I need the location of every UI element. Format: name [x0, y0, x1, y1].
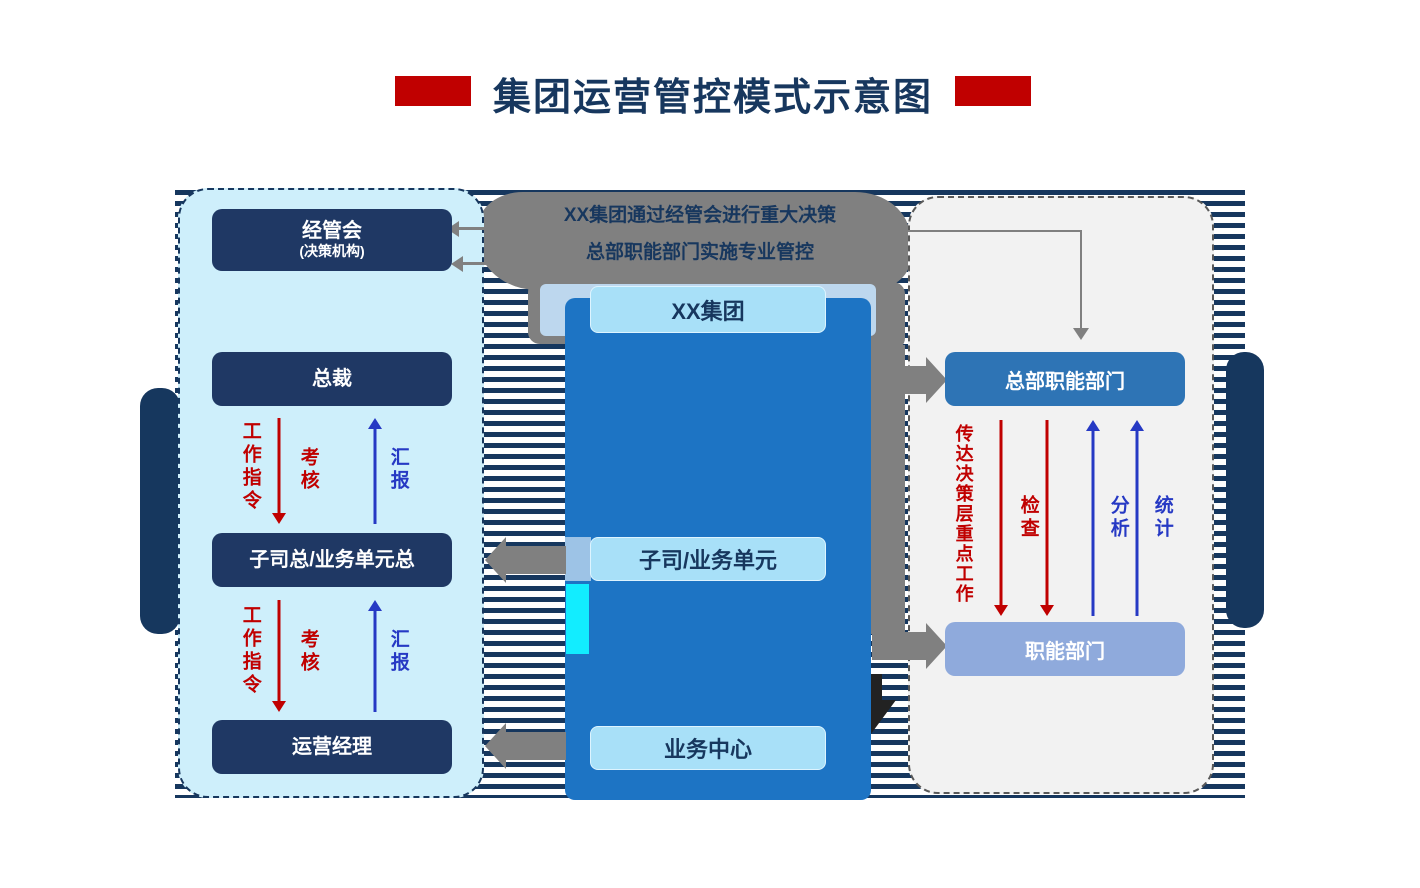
box-management-committee-label: 经管会	[302, 220, 362, 243]
box-xx-group: XX集团	[590, 286, 826, 333]
work-instruction-arrow-down-1	[272, 418, 286, 524]
check-arrow-down	[1040, 420, 1054, 616]
left-edge-shape	[140, 388, 180, 634]
label-work-instruction-1: 工作指令	[239, 421, 261, 513]
connector-arrowhead-down	[1073, 328, 1089, 340]
box-management-committee: 经管会 (决策机构)	[212, 209, 452, 271]
work-instruction-arrow-down-2	[272, 600, 286, 712]
callout-text-line2: 总部职能部门实施专业管控	[585, 242, 814, 263]
callout-text-line1: XX集团通过经管会进行重大决策	[563, 205, 837, 226]
convey-arrow-down	[994, 420, 1008, 616]
connector-cloud-to-committee-line2	[462, 262, 540, 265]
label-report-1: 汇报	[387, 447, 409, 493]
box-unit-head-label: 子司总/业务单元总	[249, 548, 415, 571]
page-title: 集团运营管控模式示意图	[492, 77, 933, 119]
label-stats: 统计	[1151, 495, 1173, 541]
report-arrow-up-2	[368, 600, 382, 712]
title-accent-left	[395, 76, 471, 106]
arrow-center-to-ops-manager	[485, 723, 566, 769]
callout-cloud	[478, 192, 910, 290]
arrow-unit-to-function	[872, 623, 947, 669]
connector-cloud-to-committee-line1	[458, 227, 542, 230]
report-arrow-up-1	[368, 418, 382, 524]
box-operations-manager-label: 运营经理	[292, 735, 372, 758]
box-subsidiary-business-unit-label: 子司/业务单元	[638, 548, 778, 573]
box-president: 总裁	[212, 352, 452, 406]
box-management-committee-subtitle: (决策机构)	[299, 243, 365, 260]
box-hq-function-dept: 总部职能部门	[945, 352, 1185, 406]
box-business-center-label: 业务中心	[663, 737, 752, 762]
box-hq-function-dept-label: 总部职能部门	[1005, 370, 1125, 393]
box-president-label: 总裁	[312, 367, 352, 390]
box-unit-head: 子司总/业务单元总	[212, 533, 452, 587]
label-assess-2: 考核	[297, 629, 319, 675]
connector-cloud-to-hq-horizontal	[906, 230, 1082, 232]
label-convey-key-work: 传达决策层重点工作	[953, 424, 974, 604]
box-subsidiary-business-unit: 子司/业务单元	[590, 537, 826, 581]
box-xx-group-label: XX集团	[671, 298, 745, 324]
label-analyze: 分析	[1107, 495, 1129, 541]
analyze-arrow-up	[1086, 420, 1100, 616]
right-function-panel	[908, 196, 1214, 794]
arrow-unit-to-unit-head	[485, 537, 566, 583]
title-accent-right	[955, 76, 1031, 106]
connector-arrowhead-left-2	[451, 256, 463, 272]
label-check: 检查	[1017, 495, 1039, 541]
stats-arrow-up	[1130, 420, 1144, 616]
cyan-marker	[566, 584, 589, 654]
label-work-instruction-2: 工作指令	[239, 605, 261, 697]
connector-cloud-to-hq-vertical	[1080, 230, 1082, 330]
box-function-dept: 职能部门	[945, 622, 1185, 676]
box-business-center: 业务中心	[590, 726, 826, 770]
label-report-2: 汇报	[387, 629, 409, 675]
box-operations-manager: 运营经理	[212, 720, 452, 774]
arrow-group-to-hq-function	[872, 357, 947, 403]
right-edge-shape	[1226, 352, 1264, 628]
left-governance-panel	[178, 188, 484, 798]
label-assess-1: 考核	[297, 447, 319, 493]
box-function-dept-label: 职能部门	[1025, 640, 1105, 663]
sub-band-sliver	[565, 537, 591, 581]
